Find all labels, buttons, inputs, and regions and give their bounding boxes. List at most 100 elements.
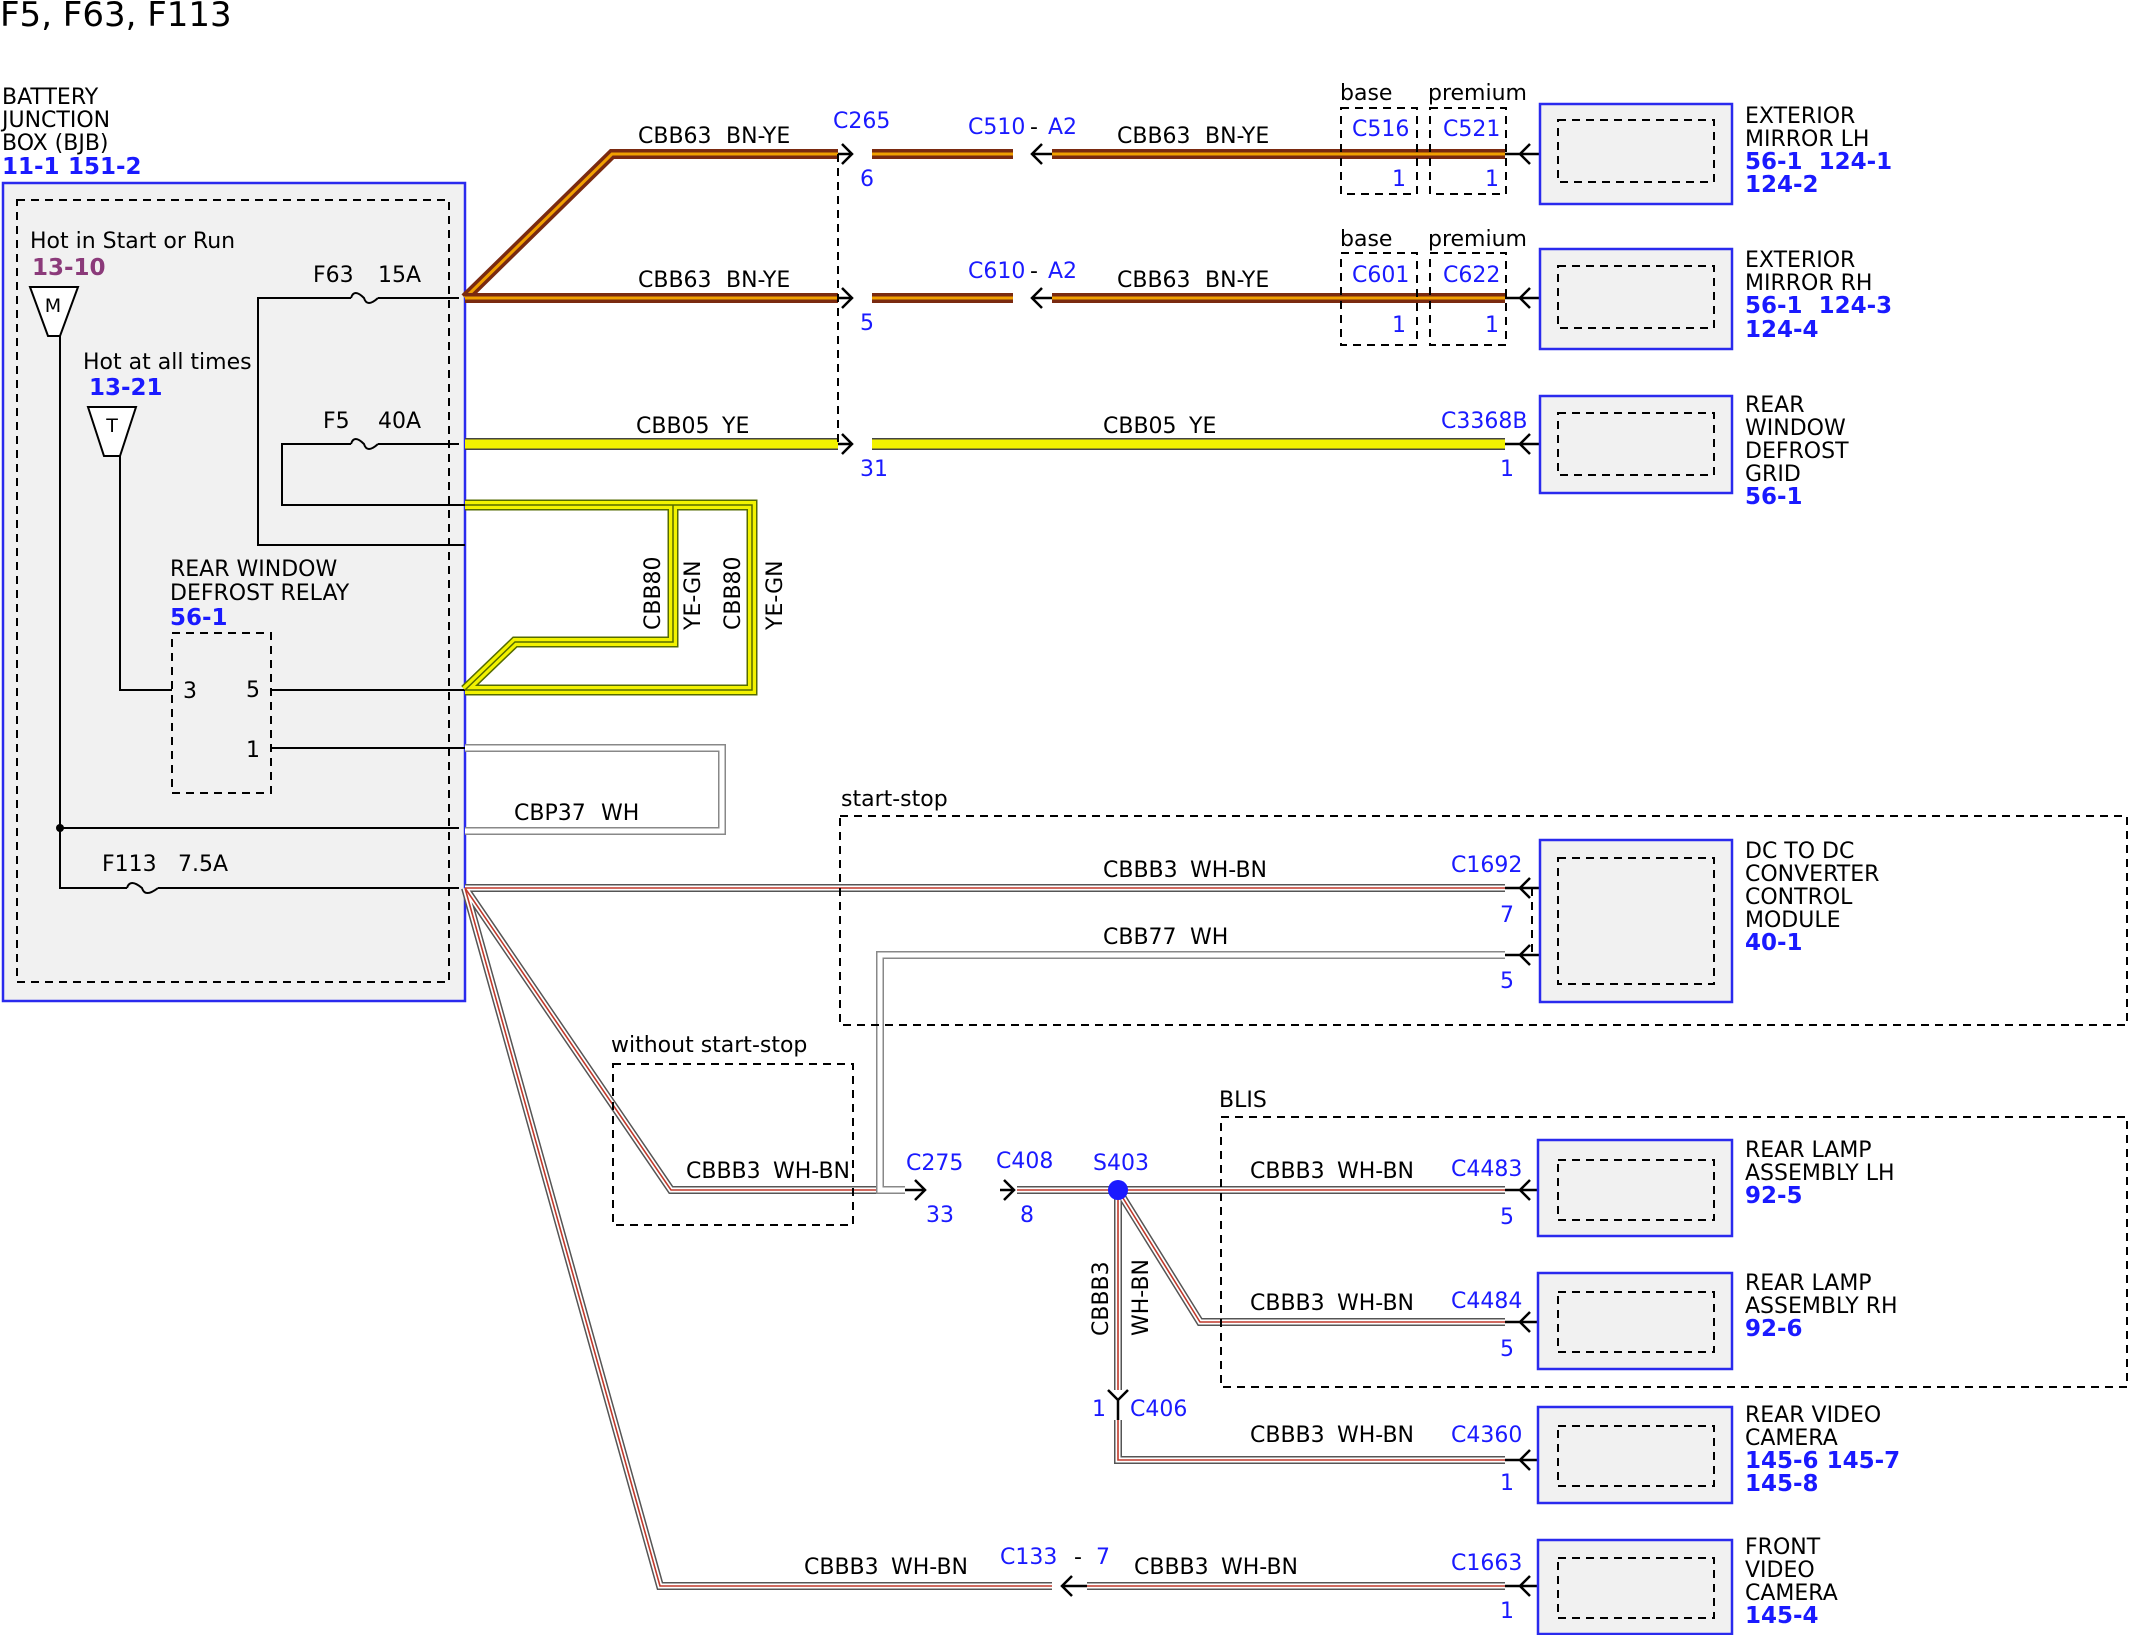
connector-c510-name[interactable]: C510 [968, 115, 1025, 140]
mirror-lh-ref-2[interactable]: 124-2 [1745, 172, 1819, 198]
defrost-grid-name-4: GRID [1745, 462, 1801, 487]
connector-c610-name[interactable]: C610 [968, 259, 1025, 284]
wire-cbbb3-circuit-7-color: WH-BN [891, 1555, 968, 1580]
connector-symbols [838, 143, 1540, 1597]
component-exterior-mirror-lh[interactable]: EXTERIOR MIRROR LH 56-1 124-1 124-2 [1538, 102, 1892, 206]
defrost-grid-ref[interactable]: 56-1 [1745, 484, 1803, 510]
connector-c265-pin-6: 6 [860, 167, 874, 192]
component-rear-lamp-rh[interactable]: REAR LAMP ASSEMBLY RH 92-6 [1536, 1271, 1898, 1371]
wire-cbb63-circuit-4: CBB63 [1117, 268, 1191, 293]
mirror-lh-ref-1[interactable]: 56-1 124-1 [1745, 149, 1892, 175]
svg-text:-: - [1074, 1545, 1082, 1570]
cbb80-loop: CBB80 YE-GN CBB80 YE-GN [461, 499, 788, 696]
component-dc-to-dc-converter[interactable]: DC TO DC CONVERTER CONTROL MODULE 40-1 [1538, 838, 1879, 1004]
fuse-f63-icon [350, 292, 379, 304]
connector-c1663-pin: 1 [1500, 1599, 1514, 1624]
connector-c4483-name[interactable]: C4483 [1451, 1157, 1522, 1182]
connector-c265-name[interactable]: C265 [833, 109, 890, 134]
rear-camera-name-1: REAR VIDEO [1745, 1403, 1881, 1428]
front-camera-name-1: FRONT [1745, 1535, 1821, 1560]
hot-all-times-ref[interactable]: 13-21 [89, 375, 163, 401]
connector-c622-name[interactable]: C622 [1443, 263, 1500, 288]
connector-c133-pin: 7 [1096, 1545, 1110, 1570]
mirror-rh-name-1: EXTERIOR [1745, 248, 1855, 273]
option-base-label-rh: base [1340, 227, 1392, 252]
cbp37-loop: CBP37 WH [465, 744, 726, 835]
bjb-ref-2[interactable]: 151-2 [68, 154, 142, 180]
fuse-f63-wire [257, 297, 465, 546]
component-exterior-mirror-rh[interactable]: EXTERIOR MIRROR RH 56-1 124-3 124-4 [1538, 247, 1892, 351]
front-camera-name-3: CAMERA [1745, 1581, 1838, 1606]
wire-cbbb3-color-2: WH-BN [773, 1159, 850, 1184]
wire-cbb63-color-1: BN-YE [726, 124, 790, 149]
connector-c516-pin: 1 [1392, 167, 1406, 192]
connector-c275-name[interactable]: C275 [906, 1151, 963, 1176]
wire-cbbb3-circuit-7: CBBB3 [804, 1555, 879, 1580]
connector-c408-name[interactable]: C408 [996, 1149, 1053, 1174]
connector-c4484-name[interactable]: C4484 [1451, 1289, 1522, 1314]
component-rear-window-defrost-grid[interactable]: REAR WINDOW DEFROST GRID 56-1 [1538, 393, 1849, 510]
front-camera-ref[interactable]: 145-4 [1745, 1603, 1819, 1629]
bjb-ref-1[interactable]: 11-1 [2, 154, 60, 180]
front-camera-name-2: VIDEO [1745, 1558, 1815, 1583]
connector-c133-name[interactable]: C133 [1000, 1545, 1057, 1570]
defrost-relay [171, 632, 272, 794]
connector-c601-pin: 1 [1392, 313, 1406, 338]
wire-cbb63-circuit-1: CBB63 [638, 124, 712, 149]
bjb-name-line-3: BOX (BJB) [2, 131, 109, 156]
component-front-video-camera[interactable]: FRONT VIDEO CAMERA 145-4 [1536, 1535, 1838, 1635]
bjb-name-line-2: JUNCTION [0, 108, 110, 133]
connector-c275-pin: 33 [926, 1203, 954, 1228]
wire-cbb05-circuit-1: CBB05 [636, 414, 710, 439]
rear-camera-name-2: CAMERA [1745, 1426, 1838, 1451]
lamp-lh-name-1: REAR LAMP [1745, 1138, 1872, 1163]
component-rear-lamp-lh[interactable]: REAR LAMP ASSEMBLY LH 92-5 [1536, 1138, 1895, 1238]
relay-ref[interactable]: 56-1 [170, 605, 228, 631]
dcdc-ref[interactable]: 40-1 [1745, 930, 1803, 956]
connector-c1692-name[interactable]: C1692 [1451, 853, 1522, 878]
connector-c1663-name[interactable]: C1663 [1451, 1551, 1522, 1576]
hot-all-times-wire [119, 456, 172, 691]
relay-pin-5: 5 [246, 678, 260, 703]
lamp-rh-ref[interactable]: 92-6 [1745, 1316, 1803, 1342]
wire-cbb80-circuit-2: CBB80 [721, 556, 746, 630]
defrost-grid-name-3: DEFROST [1745, 439, 1849, 464]
wire-cbb63-color-4: BN-YE [1205, 268, 1269, 293]
rear-camera-ref-1[interactable]: 145-6 145-7 [1745, 1448, 1900, 1474]
connector-c406-pin: 1 [1092, 1397, 1106, 1422]
fuse-f63-id: F63 [313, 263, 354, 288]
fuse-f63-rating: 15A [378, 263, 421, 288]
mirror-rh-ref-1[interactable]: 56-1 124-3 [1745, 293, 1892, 319]
mirror-rh-ref-2[interactable]: 124-4 [1745, 317, 1819, 343]
relay-name-line-2: DEFROST RELAY [170, 581, 350, 606]
svg-text:-: - [1030, 115, 1038, 140]
hot-start-run-ref[interactable]: 13-10 [32, 255, 106, 281]
rear-camera-ref-2[interactable]: 145-8 [1745, 1471, 1819, 1497]
wire-cbbb3-color-6: WH-BN [1337, 1423, 1414, 1448]
dcdc-name-4: MODULE [1745, 908, 1841, 933]
component-rear-video-camera[interactable]: REAR VIDEO CAMERA 145-6 145-7 145-8 [1536, 1403, 1900, 1505]
wire-cbb63-color-3: BN-YE [726, 268, 790, 293]
connector-c4360-name[interactable]: C4360 [1451, 1423, 1522, 1448]
connector-c516-name[interactable]: C516 [1352, 117, 1409, 142]
bjb-name-line-1: BATTERY [2, 85, 99, 110]
group-without-start-stop-label: without start-stop [611, 1033, 807, 1058]
wire-cbb63-circuit-3: CBB63 [638, 268, 712, 293]
wire-cbp37-circuit: CBP37 [514, 801, 586, 826]
lamp-lh-ref[interactable]: 92-5 [1745, 1183, 1803, 1209]
option-base-label-lh: base [1340, 81, 1392, 106]
connector-c3368b-name[interactable]: C3368B [1441, 409, 1527, 434]
splice-s403-name[interactable]: S403 [1093, 1151, 1149, 1176]
connector-c265-pin-31: 31 [860, 457, 888, 482]
connector-c521-name[interactable]: C521 [1443, 117, 1500, 142]
wire-cbb80-color-2: YE-GN [763, 560, 788, 631]
connector-c601-name[interactable]: C601 [1352, 263, 1409, 288]
connector-c406-name[interactable]: C406 [1130, 1397, 1187, 1422]
mirror-rh-name-2: MIRROR RH [1745, 271, 1872, 296]
lamp-rh-name-2: ASSEMBLY RH [1745, 1294, 1898, 1319]
option-groups: start-stop without start-stop BLIS base … [611, 81, 2128, 1388]
wire-cbb77-circuit: CBB77 [1103, 925, 1177, 950]
option-premium-label-rh: premium [1428, 227, 1527, 252]
connector-c4360-pin: 1 [1500, 1471, 1514, 1496]
